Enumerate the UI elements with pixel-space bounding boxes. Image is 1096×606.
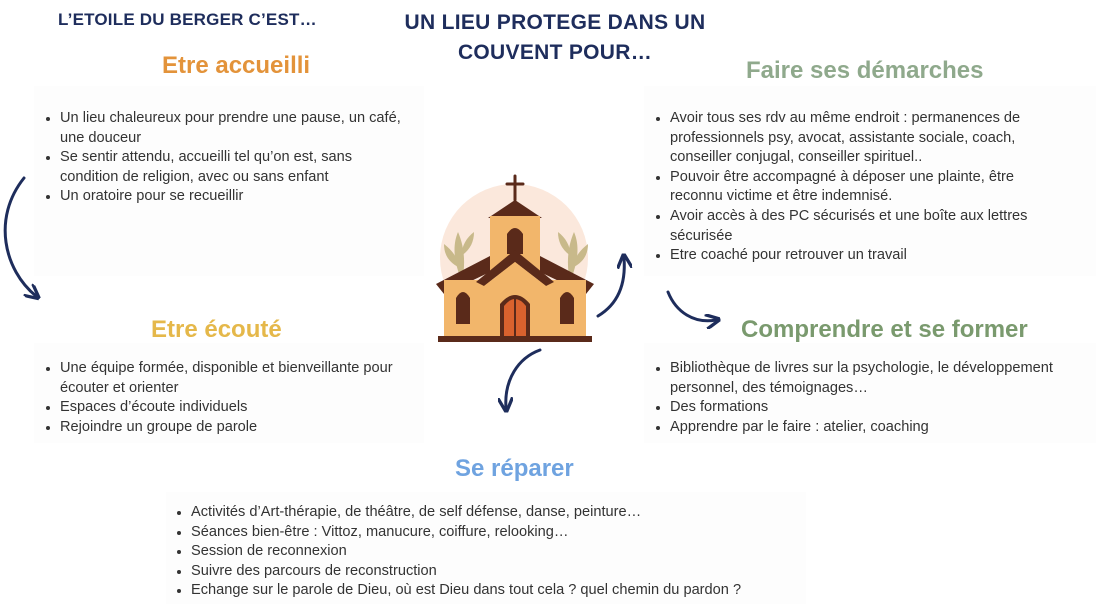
list-item: Echange sur le parole de Dieu, où est Di… (176, 581, 796, 601)
tower-window-shape (507, 228, 523, 254)
heading-se-reparer: Se réparer (455, 455, 574, 482)
arrow-accueilli-to-ecoute-icon (3, 176, 36, 296)
box-etre-ecoute: Une équipe formée, disponible et bienvei… (34, 343, 424, 443)
list-se-reparer: Activités d’Art-thérapie, de théâtre, de… (166, 492, 796, 601)
list-item: Espaces d’écoute individuels (45, 398, 406, 418)
arrow-demarches-to-former-icon (666, 290, 716, 321)
box-se-reparer: Activités d’Art-thérapie, de théâtre, de… (166, 492, 806, 604)
list-etre-ecoute: Une équipe formée, disponible et bienvei… (34, 343, 406, 437)
page-title-line-2: COUVENT POUR… (457, 41, 653, 64)
cross-icon (505, 174, 525, 202)
box-faire-ses-demarches: Avoir tous ses rdv au même endroit : per… (644, 86, 1096, 276)
tower-roof-shape (488, 200, 542, 218)
list-item: Avoir accès à des PC sécurisés et une bo… (655, 207, 1064, 246)
heading-comprendre-et-se-former: Comprendre et se former (741, 316, 1028, 343)
list-faire-ses-demarches: Avoir tous ses rdv au même endroit : per… (644, 86, 1064, 266)
list-item: Suivre des parcours de reconstruction (176, 562, 796, 582)
list-etre-accueilli: Un lieu chaleureux pour prendre une paus… (34, 86, 406, 207)
heading-faire-ses-demarches: Faire ses démarches (746, 57, 984, 84)
list-item: Un lieu chaleureux pour prendre une paus… (45, 109, 406, 148)
page-title-line-1: UN LIEU PROTEGE DANS UN (404, 11, 706, 34)
arrow-church-to-reparer-icon (506, 348, 542, 408)
list-item: Pouvoir être accompagné à déposer une pl… (655, 168, 1064, 207)
list-item: Se sentir attendu, accueilli tel qu’on e… (45, 148, 406, 187)
box-comprendre-et-se-former: Bibliothèque de livres sur la psychologi… (644, 343, 1096, 443)
list-item: Avoir tous ses rdv au même endroit : per… (655, 109, 1064, 168)
box-etre-accueilli: Un lieu chaleureux pour prendre une paus… (34, 86, 424, 276)
right-window-shape (560, 292, 574, 324)
list-comprendre-et-se-former: Bibliothèque de livres sur la psychologi… (644, 343, 1088, 437)
list-item: Apprendre par le faire : atelier, coachi… (655, 418, 1088, 438)
list-item: Activités d’Art-thérapie, de théâtre, de… (176, 503, 796, 523)
arrow-church-to-demarches-icon (596, 258, 624, 318)
gable-shape (476, 250, 554, 286)
list-item: Un oratoire pour se recueillir (45, 187, 406, 207)
kicker-text: L’ETOILE DU BERGER C’EST… (58, 10, 317, 29)
list-item: Etre coaché pour retrouver un travail (655, 246, 1064, 266)
heading-etre-accueilli: Etre accueilli (162, 52, 311, 79)
heading-etre-ecoute: Etre écouté (151, 316, 282, 343)
list-item: Des formations (655, 398, 1088, 418)
page-title: UN LIEU PROTEGE DANS UN COUVENT POUR… (380, 8, 730, 68)
list-item: Une équipe formée, disponible et bienvei… (45, 359, 406, 398)
list-item: Session de reconnexion (176, 542, 796, 562)
list-item: Rejoindre un groupe de parole (45, 418, 406, 438)
left-window-shape (456, 292, 470, 324)
church-base-shape (438, 336, 592, 342)
right-leaf-icon (558, 232, 588, 282)
list-item: Bibliothèque de livres sur la psychologi… (655, 359, 1088, 398)
left-leaf-icon (444, 232, 474, 282)
list-item: Séances bien-être : Vittoz, manucure, co… (176, 523, 796, 543)
church-icon (430, 174, 600, 348)
